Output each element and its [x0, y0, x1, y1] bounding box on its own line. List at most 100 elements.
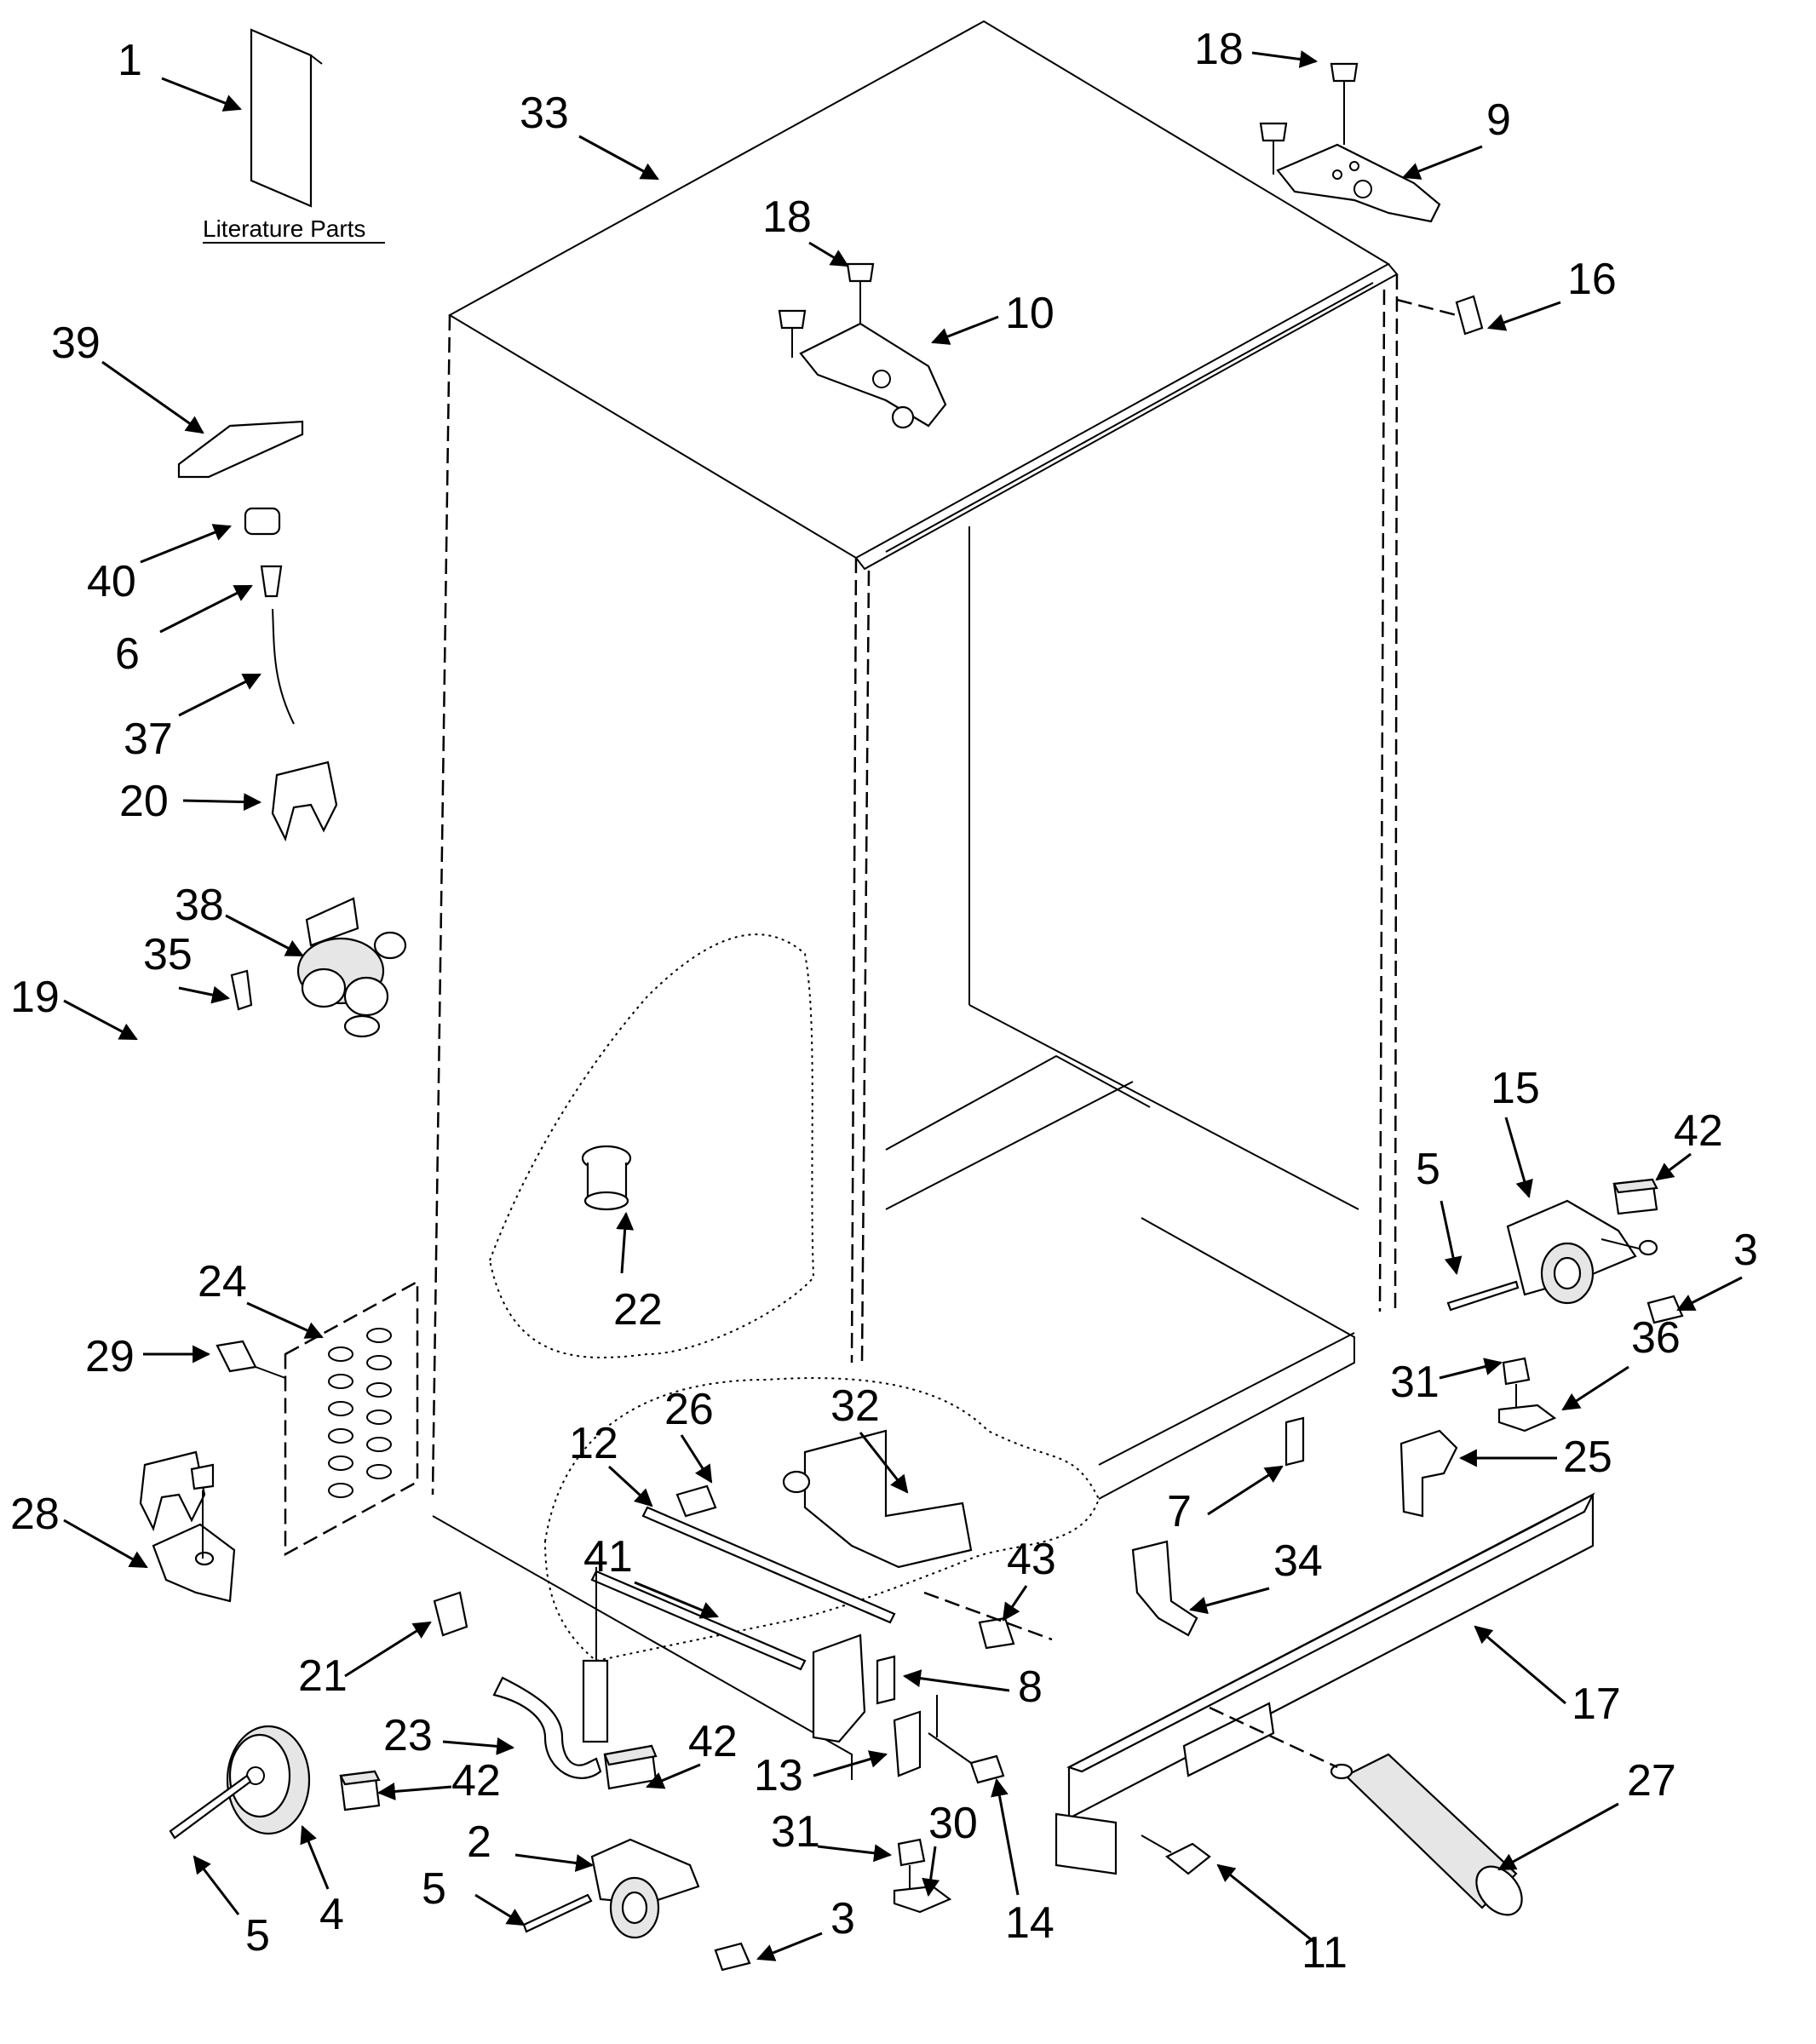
base-grille-icon — [1055, 1492, 1595, 1875]
callout-arrow-31b — [817, 1844, 893, 1863]
callout-arrow-33 — [578, 135, 659, 181]
callout-arrow-10 — [931, 315, 999, 345]
callout-arrow-3b — [756, 1932, 823, 1961]
callout-32: 32 — [830, 1381, 880, 1431]
hinge-bracket-front-icon — [893, 1695, 938, 1777]
grille-slot — [366, 1464, 392, 1479]
callout-3b: 3 — [830, 1894, 855, 1944]
callout-arrow-11 — [1216, 1863, 1317, 1945]
water-valve-bracket-icon — [177, 420, 304, 479]
callout-arrow-20 — [182, 793, 262, 812]
roller-screw-right-icon — [1646, 1295, 1684, 1324]
callout-arrow-1 — [161, 77, 242, 112]
grille-screw-icon — [216, 1340, 286, 1379]
literature-parts-label: Literature Parts — [203, 215, 365, 242]
callout-24: 24 — [198, 1257, 247, 1306]
callout-arrow-41 — [634, 1581, 719, 1619]
leveling-pad-right-icon — [1612, 1178, 1658, 1215]
callout-19: 19 — [10, 973, 60, 1022]
callout-25: 25 — [1563, 1433, 1612, 1482]
callout-2: 2 — [467, 1817, 491, 1867]
callout-20: 20 — [119, 777, 169, 826]
dispenser-screw-icon — [923, 1591, 1053, 1650]
callout-21: 21 — [298, 1651, 348, 1701]
callout-arrow-15 — [1504, 1117, 1533, 1199]
drain-hose-clip-icon — [675, 1484, 717, 1518]
callout-41: 41 — [583, 1532, 633, 1582]
callout-arrow-9 — [1402, 145, 1483, 180]
water-valve-icon — [296, 897, 407, 1038]
tube-insert-icon — [260, 565, 283, 598]
hinge-shim-upper-icon — [1284, 1416, 1305, 1467]
callout-arrow-32 — [859, 1432, 909, 1494]
grille-slot — [328, 1374, 353, 1389]
callout-arrow-18a — [1251, 50, 1319, 68]
callout-arrow-38 — [225, 914, 304, 957]
grille-slot — [366, 1410, 392, 1425]
callout-arrow-5a — [1440, 1200, 1463, 1276]
callout-7: 7 — [1167, 1487, 1192, 1536]
callout-arrow-16 — [1487, 301, 1561, 331]
grille-slot — [366, 1355, 392, 1370]
callout-arrow-37 — [178, 673, 261, 717]
drain-hose-icon — [492, 1567, 609, 1779]
valve-retainer-clip-icon — [230, 969, 253, 1011]
callout-42c: 42 — [451, 1756, 501, 1806]
base-enclosure-icon — [812, 1633, 866, 1743]
roller-axle-pin-right-icon — [1446, 1280, 1520, 1312]
callout-36: 36 — [1631, 1313, 1681, 1363]
callout-3a: 3 — [1733, 1226, 1758, 1275]
callout-14: 14 — [1005, 1898, 1055, 1948]
callout-37: 37 — [124, 715, 173, 764]
callout-30: 30 — [928, 1799, 978, 1848]
callout-arrow-24 — [246, 1301, 324, 1339]
callout-18b: 18 — [762, 192, 812, 242]
callout-16: 16 — [1567, 255, 1617, 304]
callout-arrow-7 — [1207, 1465, 1284, 1516]
roller-axle-pin-left-icon — [522, 1893, 593, 1933]
grille-slot — [366, 1328, 392, 1343]
callout-arrow-2 — [514, 1853, 595, 1872]
leveling-leg-left-icon — [893, 1838, 952, 1914]
callout-9: 9 — [1486, 95, 1511, 145]
callout-arrow-13 — [813, 1750, 888, 1777]
callout-arrow-34 — [1188, 1587, 1270, 1615]
callout-5a: 5 — [1416, 1145, 1440, 1194]
leveling-pad-left-icon — [339, 1770, 381, 1811]
callout-27: 27 — [1627, 1756, 1676, 1806]
leveling-pad-center-icon — [603, 1744, 658, 1790]
callout-arrow-35 — [178, 985, 231, 1004]
callout-arrow-26 — [680, 1434, 713, 1484]
callout-arrow-23 — [442, 1737, 515, 1755]
callout-labels: 1331891810163940637203835192224292815425… — [10, 25, 1758, 1978]
callout-arrow-30 — [922, 1846, 940, 1898]
callout-39: 39 — [51, 319, 101, 368]
hinge-bracket-bottom-icon — [1131, 1540, 1198, 1637]
callout-arrow-39 — [101, 360, 204, 434]
callout-22: 22 — [613, 1285, 663, 1335]
callout-42b: 42 — [688, 1717, 738, 1766]
callout-40: 40 — [87, 557, 136, 606]
hinge-cap-icon — [1396, 295, 1484, 336]
tube-clamp-lower-icon — [152, 1463, 236, 1603]
tube-clamp-icon — [244, 507, 281, 536]
grille-slot — [328, 1428, 353, 1444]
grille-slot — [366, 1382, 392, 1398]
water-tube-icon — [272, 608, 295, 725]
drain-fitting-icon — [581, 1145, 632, 1211]
valve-clip-upper-icon — [271, 761, 338, 842]
callout-42a: 42 — [1674, 1106, 1723, 1156]
callout-arrow-31a — [1439, 1358, 1503, 1380]
grille-slot — [328, 1401, 353, 1416]
callout-6: 6 — [115, 629, 140, 679]
callout-26: 26 — [664, 1385, 714, 1434]
callout-43: 43 — [1007, 1535, 1056, 1584]
callout-arrow-6 — [159, 584, 253, 634]
dispenser-control-icon — [782, 1429, 973, 1569]
front-wheel-icon — [226, 1725, 311, 1835]
callout-arrow-36 — [1561, 1365, 1629, 1411]
callout-11: 11 — [1302, 1928, 1348, 1978]
callout-5b: 5 — [422, 1864, 446, 1914]
leveling-leg-right-icon — [1497, 1357, 1557, 1433]
